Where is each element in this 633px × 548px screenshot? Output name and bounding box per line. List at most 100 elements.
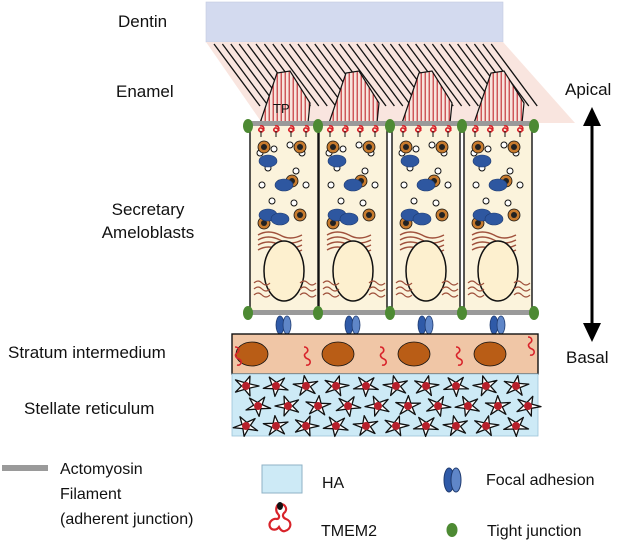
tmem2-marker (455, 346, 463, 366)
tmem2-marker (400, 125, 407, 133)
mitochondrion-core (403, 144, 409, 150)
vesicle (286, 141, 294, 149)
tmem2-marker (258, 125, 265, 133)
label-stratum-intermedium: Stratum intermedium (8, 343, 166, 362)
actomyosin-basal (250, 310, 318, 315)
actomyosin-basal (464, 310, 532, 315)
tmem2-marker (527, 336, 535, 356)
legend-tight-junction-icon (446, 523, 458, 537)
actomyosin-basal (392, 310, 460, 315)
stellate-nucleus (404, 402, 412, 410)
nucleus (332, 240, 374, 302)
golgi-line (399, 231, 445, 239)
tmem2-marker (273, 125, 280, 133)
vesicle (355, 141, 363, 149)
mitochondrion-core (297, 212, 303, 218)
tight-junction (529, 306, 539, 320)
secretory-granule (270, 212, 290, 226)
mitochondrion-core (475, 144, 481, 150)
stellate-nucleus (284, 402, 292, 410)
tight-junction (457, 119, 467, 133)
label-enamel: Enamel (116, 82, 174, 101)
legend-ha: HA (322, 475, 345, 492)
nucleus (405, 240, 447, 302)
tight-junction (243, 306, 253, 320)
golgi-line (467, 280, 485, 286)
enamel-rod-line (364, 43, 412, 107)
vesicle (506, 167, 514, 175)
stellate-nucleus (344, 402, 352, 410)
ameloblast-cell (463, 121, 533, 335)
enamel-rod-line (221, 43, 269, 107)
nucleus (477, 240, 519, 302)
actomyosin-apical (319, 121, 387, 126)
vesicle (327, 181, 335, 189)
vesicle (371, 181, 379, 189)
stellate-nucleus (242, 382, 250, 390)
vesicle (292, 167, 300, 175)
golgi-line (513, 286, 531, 292)
stellate-nucleus (512, 382, 520, 390)
stellate-nucleus (242, 422, 250, 430)
golgi-line (253, 280, 271, 286)
secretary-ameloblasts (243, 119, 539, 335)
vesicle (410, 197, 418, 205)
mitochondrion-core (330, 144, 336, 150)
golgi-line (299, 292, 317, 298)
ameloblast-cell (318, 121, 388, 335)
legend-actomyosin-line2: Filament (60, 486, 122, 503)
vesicle (400, 181, 408, 189)
golgi-line (253, 292, 271, 298)
enamel-rod-line (272, 43, 320, 107)
stratum-intermedium-layer (231, 333, 539, 375)
stellate-nucleus (422, 382, 430, 390)
golgi-line (322, 286, 340, 292)
stellate-nucleus (332, 382, 340, 390)
stellate-nucleus (362, 382, 370, 390)
focal-adhesion (496, 315, 506, 335)
actomyosin-apical (250, 121, 318, 126)
vesicle (516, 181, 524, 189)
label-dentin: Dentin (118, 12, 168, 31)
vesicle (434, 167, 442, 175)
nucleus (263, 240, 305, 302)
vesicle (361, 167, 369, 175)
vesicle (337, 197, 345, 205)
enamel-rod-line (297, 43, 345, 107)
golgi-line (441, 286, 459, 292)
enamel-rod-line (440, 43, 488, 107)
label-tp: TP (273, 101, 290, 116)
legend-focal-adhesion-icon (443, 467, 462, 493)
secretory-granule (484, 212, 504, 226)
stellate-nucleus (302, 422, 310, 430)
secretory-granule (416, 178, 436, 192)
secretory-granule (258, 154, 278, 168)
stellate-nucleus (392, 422, 400, 430)
golgi-line (395, 292, 413, 298)
vesicle (258, 181, 266, 189)
golgi-line (326, 236, 372, 244)
mitochondrion-core (261, 220, 267, 226)
stellate-nucleus (494, 402, 502, 410)
tmem2-marker (372, 125, 379, 133)
legend (2, 464, 462, 537)
golgi-line (467, 292, 485, 298)
enamel-rod-line (431, 43, 479, 107)
vesicle (504, 199, 512, 207)
tmem2-marker (379, 346, 387, 366)
secretory-granule (400, 154, 420, 168)
dentin-layer (205, 1, 504, 43)
secretory-granule (327, 154, 347, 168)
mitochondrion-core (297, 144, 303, 150)
actomyosin-basal (319, 310, 387, 315)
vesicle (428, 141, 436, 149)
focal-adhesion (424, 315, 434, 335)
stellate-nucleus (332, 422, 340, 430)
actomyosin-apical (464, 121, 532, 126)
mitochondrion-core (475, 220, 481, 226)
tight-junction (457, 306, 467, 320)
mitochondrion-core (330, 220, 336, 226)
enamel-rod-line (356, 43, 404, 107)
stellate-nucleus (272, 422, 280, 430)
tmem2-marker (288, 125, 295, 133)
